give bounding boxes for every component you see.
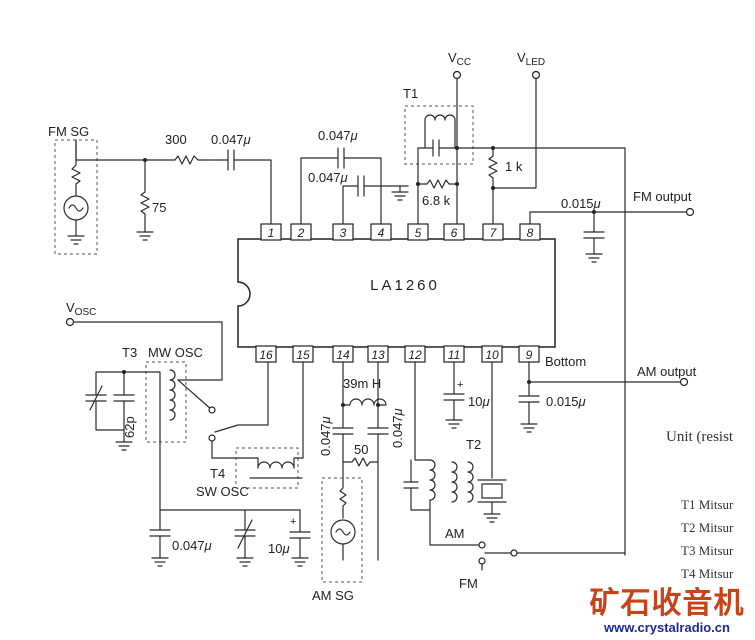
c-osc-label: 0.047μ	[172, 538, 212, 553]
c13-label: 0.047μ	[390, 408, 405, 448]
am-fm-switch: AM FM	[429, 509, 626, 591]
pin-label-8: 8	[527, 226, 534, 240]
watermark: 矿石收音机 www.crystalradio.cn	[583, 588, 751, 636]
ind14-label: 39m H	[343, 376, 381, 391]
fm-sg-label: FM SG	[48, 124, 89, 139]
pin-label-11: 11	[448, 348, 460, 362]
pin11-cap: + 10μ	[443, 361, 490, 429]
r75-label: 75	[152, 200, 166, 215]
switch-am-label: AM	[445, 526, 465, 541]
watermark-url: www.crystalradio.cn	[604, 620, 730, 635]
t4-name-label: SW OSC	[196, 484, 249, 499]
notes: Unit (resist T1 Mitsur T2 Mitsur T3 Mits…	[666, 429, 734, 581]
t3-label: T3	[122, 345, 137, 360]
fm-output-terminal	[685, 207, 695, 217]
t3-name-label: MW OSC	[148, 345, 203, 360]
pin-label-1: 1	[268, 226, 275, 240]
pin-label-4: 4	[378, 226, 385, 240]
pin-label-5: 5	[415, 226, 422, 240]
pin-6	[443, 223, 465, 241]
ic-name: LA1260	[370, 277, 440, 294]
pin-label-7: 7	[490, 226, 498, 240]
r300-label: 300	[165, 132, 187, 147]
pin-16	[255, 345, 277, 363]
svg-text:+: +	[457, 379, 463, 391]
ic-body	[237, 238, 556, 348]
pin-label-13: 13	[371, 348, 385, 362]
t2-label: T2	[466, 437, 481, 452]
am-sg-label: AM SG	[312, 588, 354, 603]
am-input-section: 39m H 0.047μ 0.047μ 50 AM SG	[312, 361, 405, 603]
c2-label: 0.047μ	[318, 128, 358, 143]
switch-fm-label: FM	[459, 576, 478, 591]
note-t3: T3 Mitsur	[681, 543, 734, 558]
note-t2: T2 Mitsur	[681, 520, 734, 535]
fm-output-label: FM output	[633, 189, 692, 204]
t4-box	[235, 447, 299, 489]
note-t1: T1 Mitsur	[681, 497, 734, 512]
osc-section: VOSC T3 MW OSC 62p T4 SW OSC 0.047μ + 10…	[65, 300, 311, 567]
c3-label: 0.047μ	[308, 170, 348, 185]
c-sw-label: 10μ	[268, 541, 290, 556]
t2-section: T2	[403, 361, 507, 523]
t1-label: T1	[403, 86, 418, 101]
c14-label: 0.047μ	[318, 416, 333, 456]
t1-section: VCC VLED T1 6.8 k 1 k	[403, 50, 626, 556]
svg-text:+: +	[290, 516, 296, 528]
ic-bottom-pins: 16 15 14 13 12 11 10 9	[255, 345, 540, 363]
fm-input-section: FM SG 300 0.047μ 75	[48, 124, 272, 255]
pin-label-10: 10	[485, 348, 499, 362]
vosc-label: VOSC	[66, 300, 96, 318]
r50-label: 50	[354, 442, 368, 457]
pin-label-15: 15	[296, 348, 310, 362]
pin-label-3: 3	[340, 226, 347, 240]
am-sg-box	[321, 477, 363, 583]
unit-note: Unit (resist	[666, 429, 734, 445]
r68k-label: 6.8 k	[422, 193, 451, 208]
c-fm-in-label: 0.047μ	[211, 132, 251, 147]
t1-box	[404, 105, 474, 165]
ic-la1260: LA1260 1 2 3 4 5 6 7 8	[237, 223, 586, 369]
c62p-label: 62p	[122, 416, 137, 438]
c-fm-out-label: 0.015μ	[561, 196, 601, 211]
watermark-title: 矿石收音机	[589, 586, 745, 621]
t4-label: T4	[210, 466, 225, 481]
c11-label: 10μ	[468, 394, 490, 409]
pin-label-16: 16	[259, 348, 273, 362]
pin-label-6: 6	[451, 226, 458, 240]
am-output-label: AM output	[637, 364, 697, 379]
am-output-section: AM output 0.015μ	[518, 361, 697, 433]
r1k-label: 1 k	[505, 159, 523, 174]
pin-label-2: 2	[297, 226, 305, 240]
pin-label-14: 14	[336, 348, 350, 362]
note-t4: T4 Mitsur	[681, 566, 734, 581]
c-am-out-label: 0.015μ	[546, 394, 586, 409]
ic-top-pins: 1 2 3 4 5 6 7 8	[260, 223, 541, 241]
pin-label-9: 9	[526, 348, 533, 362]
am-output-terminal	[679, 377, 689, 387]
pin2-4-network: 0.047μ 0.047μ	[300, 128, 409, 225]
ceramic-filter-icon	[481, 483, 503, 499]
vled-label: VLED	[517, 50, 545, 68]
fm-output-section: FM output 0.015μ	[529, 189, 695, 263]
bottom-label: Bottom	[545, 354, 586, 369]
t3-box	[145, 361, 187, 443]
vcc-label: VCC	[448, 50, 471, 68]
pin-label-12: 12	[408, 348, 422, 362]
